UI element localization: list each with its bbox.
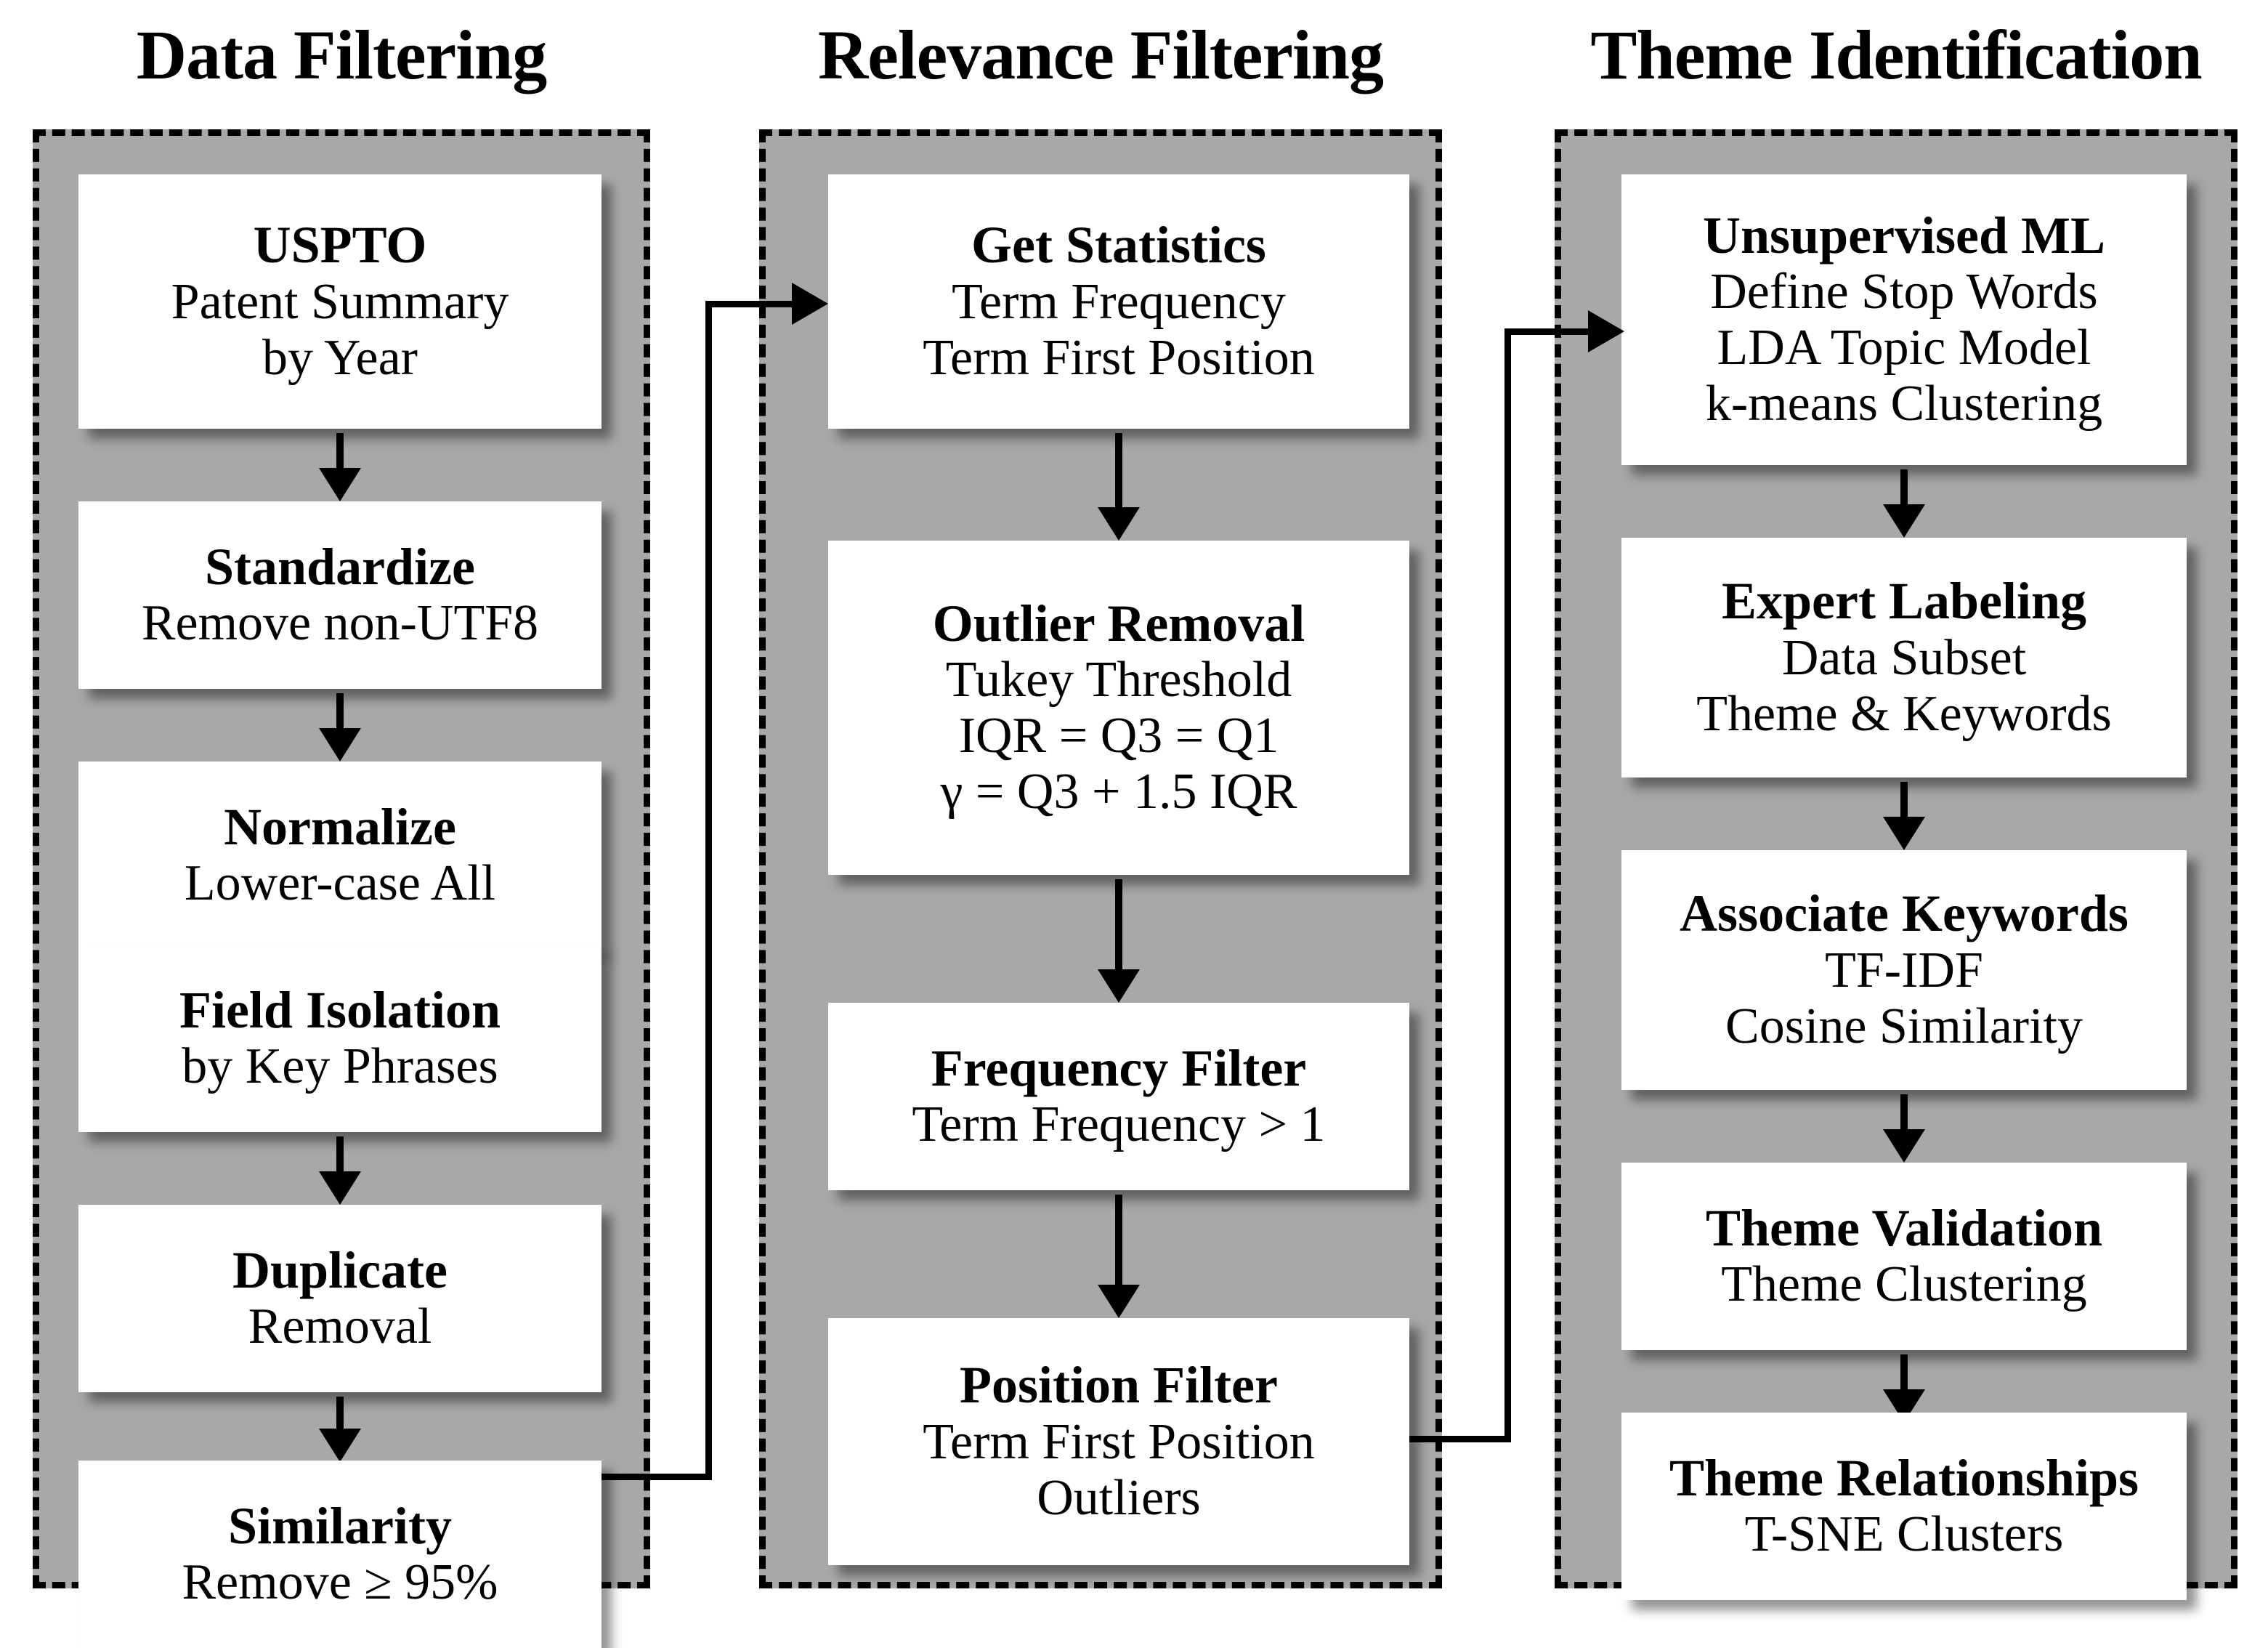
connector-segment-v	[1504, 328, 1511, 1442]
arrow-duplicate-to-similarity	[318, 1397, 362, 1462]
box-line-1: T-SNE Clusters	[1744, 1506, 2064, 1563]
box-line-2: Theme & Keywords	[1696, 685, 2112, 742]
arrow-outlier-removal-to-frequency-filter	[1097, 879, 1141, 1003]
box-line-1: Patent Summary	[171, 273, 509, 330]
box-line-1: Tukey Threshold	[945, 652, 1292, 708]
box-expert-labeling[interactable]: Expert Labeling Data Subset Theme & Keyw…	[1621, 538, 2187, 777]
box-title: Theme Relationships	[1669, 1448, 2139, 1507]
box-title: Associate Keywords	[1680, 884, 2129, 943]
box-similarity[interactable]: Similarity Remove ≥ 95%	[78, 1461, 602, 1648]
box-line-2: LDA Topic Model	[1717, 320, 2091, 376]
box-position-filter[interactable]: Position Filter Term First Position Outl…	[828, 1318, 1409, 1565]
box-theme-relationships[interactable]: Theme Relationships T-SNE Clusters	[1621, 1413, 2187, 1600]
column-header-theme-identification: Theme Identification	[1590, 16, 2202, 94]
box-line-1: Lower-case All	[184, 855, 496, 912]
box-title: Position Filter	[960, 1356, 1278, 1415]
box-title: USPTO	[253, 216, 427, 275]
box-title: Outlier Removal	[932, 594, 1305, 653]
box-frequency-filter[interactable]: Frequency Filter Term Frequency > 1	[828, 1003, 1409, 1190]
box-title: Expert Labeling	[1721, 572, 2087, 631]
arrow-get-statistics-to-outlier-removal	[1097, 433, 1141, 541]
box-line-1: Remove ≥ 95%	[182, 1554, 498, 1611]
box-normalize[interactable]: Normalize Lower-case All	[78, 762, 602, 949]
box-title: Frequency Filter	[931, 1038, 1307, 1097]
box-line-2: IQR = Q3 = Q1	[958, 708, 1279, 764]
box-line-1: Term First Position	[923, 1413, 1315, 1470]
box-outlier-removal[interactable]: Outlier Removal Tukey Threshold IQR = Q3…	[828, 541, 1409, 875]
connector-segment-h-out	[602, 1474, 712, 1480]
box-line-1: Define Stop Words	[1710, 264, 2098, 320]
box-line-2: by Year	[262, 329, 418, 386]
box-line-3: k-means Clustering	[1705, 376, 2103, 432]
flowchart-canvas: Data Filtering Relevance Filtering Theme…	[33, 16, 2237, 1611]
arrow-uspto-to-standardize	[318, 433, 362, 501]
arrow-expert-labeling-to-associate-keywords	[1882, 782, 1926, 850]
box-associate-keywords[interactable]: Associate Keywords TF-IDF Cosine Similar…	[1621, 850, 2187, 1090]
connector-segment-h-in	[1504, 328, 1600, 335]
box-get-statistics[interactable]: Get Statistics Term Frequency Term First…	[828, 174, 1409, 429]
box-line-1: Term Frequency > 1	[912, 1096, 1326, 1153]
connector-segment-h-out	[1409, 1436, 1511, 1442]
box-line-1: Term Frequency	[952, 273, 1286, 330]
connector-arrowhead	[792, 283, 828, 325]
box-title: Theme Validation	[1705, 1198, 2103, 1257]
box-title: Get Statistics	[971, 216, 1266, 275]
column-header-data-filtering: Data Filtering	[136, 16, 548, 94]
box-uspto[interactable]: USPTO Patent Summary by Year	[78, 174, 602, 429]
arrow-field-isolation-to-duplicate	[318, 1136, 362, 1205]
box-line-1: Removal	[248, 1298, 432, 1355]
arrow-standardize-to-normalize	[318, 693, 362, 762]
box-title: Duplicate	[232, 1240, 447, 1299]
box-title: Field Isolation	[179, 980, 501, 1039]
box-title: Normalize	[224, 797, 456, 856]
box-line-2: Cosine Similarity	[1725, 998, 2083, 1054]
box-line-1: Remove non-UTF8	[141, 595, 539, 652]
box-title: Unsupervised ML	[1702, 206, 2106, 264]
arrow-frequency-filter-to-position-filter	[1097, 1195, 1141, 1318]
box-title: Similarity	[228, 1496, 452, 1555]
arrow-associate-keywords-to-theme-validation	[1882, 1094, 1926, 1163]
box-line-2: Term First Position	[923, 329, 1315, 386]
box-line-3: γ = Q3 + 1.5 IQR	[940, 764, 1297, 820]
connector-segment-h-in	[705, 301, 803, 307]
box-unsupervised-ml[interactable]: Unsupervised ML Define Stop Words LDA To…	[1621, 174, 2187, 465]
box-duplicate[interactable]: Duplicate Removal	[78, 1205, 602, 1392]
connector-arrowhead	[1588, 310, 1624, 352]
box-line-1: Theme Clustering	[1721, 1256, 2087, 1313]
box-line-1: Data Subset	[1781, 629, 2027, 686]
box-title: Standardize	[204, 537, 476, 596]
box-line-2: Outliers	[1037, 1469, 1201, 1526]
column-header-relevance-filtering: Relevance Filtering	[817, 16, 1384, 94]
arrow-unsupervised-ml-to-expert-labeling	[1882, 469, 1926, 538]
box-field-isolation[interactable]: Field Isolation by Key Phrases	[78, 945, 602, 1132]
connector-segment-v	[705, 301, 712, 1480]
box-line-1: by Key Phrases	[182, 1038, 498, 1095]
box-line-1: TF-IDF	[1825, 942, 1983, 998]
box-theme-validation[interactable]: Theme Validation Theme Clustering	[1621, 1163, 2187, 1350]
box-standardize[interactable]: Standardize Remove non-UTF8	[78, 501, 602, 689]
